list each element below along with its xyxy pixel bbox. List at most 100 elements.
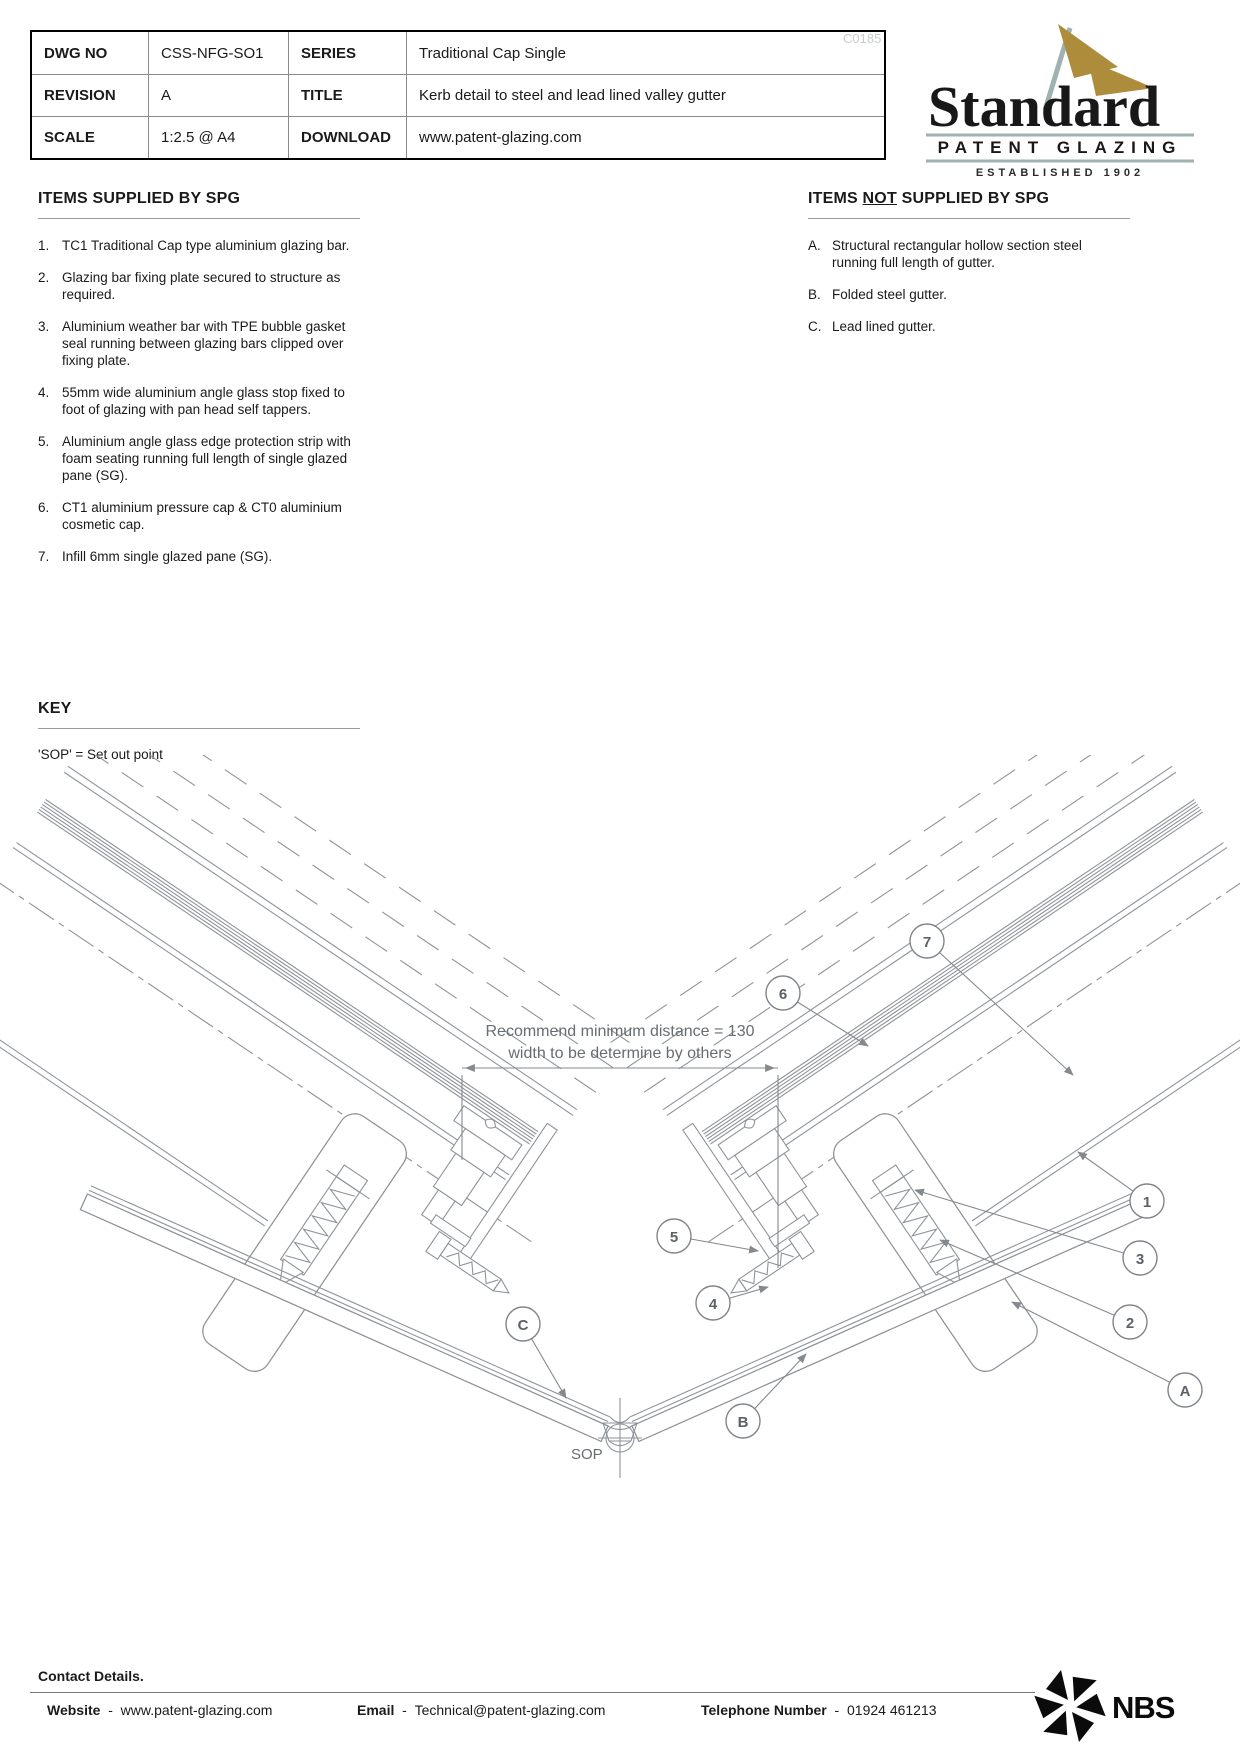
callout-1-label: 1 [1143,1194,1151,1211]
nbs-logo: NBS [1032,1664,1212,1750]
callout-6-label: 6 [779,986,787,1003]
item-text: CT1 aluminium pressure cap & CT0 alumini… [62,500,342,532]
phone-sep: - [834,1702,840,1718]
key-rule [38,728,360,729]
callout-B-label: B [738,1414,749,1431]
items-supplied-section: ITEMS SUPPLIED BY SPG 1. TC1 Traditional… [38,190,368,580]
scale-value: 1:2.5 @ A4 [148,116,288,158]
item-number: 5. [38,434,50,449]
flag-lower-icon [1088,60,1154,96]
website-link[interactable]: www.patent-glazing.com [120,1702,273,1718]
item-letter: C. [808,319,822,334]
items-not-supplied-heading: ITEMS NOT SUPPLIED BY SPG [808,190,1138,208]
items-supplied-list: 1. TC1 Traditional Cap type aluminium gl… [38,237,368,565]
items-not-supplied-rule [808,218,1130,219]
item-text: Folded steel gutter. [832,287,947,302]
item-number: 7. [38,549,50,564]
dimension-note-line2: width to be determine by others [507,1045,731,1062]
item-number: 1. [38,238,50,253]
item-text: Aluminium weather bar with TPE bubble ga… [62,319,346,368]
dwg-no-value: CSS-NFG-SO1 [148,32,288,74]
flag-upper-icon [1058,24,1118,78]
email-link[interactable]: Technical@patent-glazing.com [414,1702,606,1718]
callout-4: 4 [695,1285,731,1321]
item-text: TC1 Traditional Cap type aluminium glazi… [62,238,350,253]
heading-not: NOT [862,190,897,207]
items-not-supplied-section: ITEMS NOT SUPPLIED BY SPG A. Structural … [808,190,1138,350]
series-value: Traditional Cap Single [406,32,884,74]
callout-A-label: A [1180,1383,1191,1400]
item-letter: B. [808,287,821,302]
list-item: A. Structural rectangular hollow section… [808,237,1138,271]
list-item: C. Lead lined gutter. [808,318,1138,335]
list-item: 7. Infill 6mm single glazed pane (SG). [38,548,368,565]
item-text: Structural rectangular hollow section st… [832,238,1082,270]
email-label: Email [357,1702,395,1718]
item-number: 2. [38,270,50,285]
callout-7-label: 7 [923,934,931,951]
footer-email: Email - Technical@patent-glazing.com [357,1702,605,1718]
sop-label: SOP [571,1446,603,1463]
list-item: B. Folded steel gutter. [808,286,1138,303]
contact-details-heading: Contact Details. [38,1668,144,1684]
callout-6: 6 [765,975,801,1011]
heading-pre: ITEMS [808,190,863,207]
website-label: Website [47,1702,101,1718]
callout-C: C [505,1306,541,1342]
key-heading: KEY [38,700,72,717]
title-value: Kerb detail to steel and lead lined vall… [406,74,884,116]
key-note: 'SOP' = Set out point [38,747,163,762]
left-glazing-assembly [0,695,664,1468]
title-label: TITLE [288,74,406,116]
callout-1: 1 [1129,1183,1165,1219]
callout-3-label: 3 [1136,1251,1144,1268]
download-url[interactable]: www.patent-glazing.com [406,116,884,158]
footer-phone: Telephone Number - 01924 461213 [701,1702,937,1718]
callout-2: 2 [1112,1304,1148,1340]
footer-rule [30,1692,1035,1693]
list-item: 6. CT1 aluminium pressure cap & CT0 alum… [38,499,368,533]
website-sep: - [108,1702,113,1718]
list-item: 2. Glazing bar fixing plate secured to s… [38,269,368,303]
items-supplied-heading: ITEMS SUPPLIED BY SPG [38,190,241,207]
item-text: Infill 6mm single glazed pane (SG). [62,549,273,564]
items-not-supplied-list: A. Structural rectangular hollow section… [808,237,1138,335]
footer-website: Website - www.patent-glazing.com [47,1702,272,1718]
item-text: 55mm wide aluminium angle glass stop fix… [62,385,345,417]
item-letter: A. [808,238,821,253]
heading-post: SUPPLIED BY SPG [896,190,1050,207]
nbs-logo-graphic: NBS [1034,1670,1176,1742]
spg-logo-graphic: Standard PATENT GLAZING ESTABLISHED 1902 [926,24,1194,179]
list-item: 1. TC1 Traditional Cap type aluminium gl… [38,237,368,254]
key-section: KEY 'SOP' = Set out point [38,700,368,762]
phone-label: Telephone Number [701,1702,827,1718]
callout-7: 7 [909,923,945,959]
revision-label: REVISION [32,74,148,116]
item-number: 3. [38,319,50,334]
callout-5: 5 [656,1218,692,1254]
logo-brand: Standard [928,74,1160,139]
detail-drawing: Recommend minimum distance = 130 width t… [0,695,1240,1570]
item-text: Glazing bar fixing plate secured to stru… [62,270,341,302]
phone-number[interactable]: 01924 461213 [847,1702,937,1718]
items-supplied-rule [38,218,360,219]
nbs-wordmark: NBS [1112,1690,1175,1725]
list-item: 3. Aluminium weather bar with TPE bubble… [38,318,368,369]
logo-subtitle: PATENT GLAZING [938,138,1183,157]
callout-2-label: 2 [1126,1315,1134,1332]
dimension-note-line1: Recommend minimum distance = 130 [485,1023,754,1040]
dwg-no-label: DWG NO [44,44,108,62]
right-glazing-assembly [576,695,1240,1468]
sop-marker [598,1398,642,1478]
scale-label: SCALE [32,116,148,158]
callout-5-label: 5 [670,1229,678,1246]
nbs-flower-icon [1034,1670,1106,1742]
callout-C-label: C [518,1317,529,1334]
title-block-table: DWG NO CSS-NFG-SO1 SERIES Traditional Ca… [30,30,886,160]
sheet-code-watermark: C0185 [843,31,882,46]
item-number: 4. [38,385,50,400]
revision-value: A [148,74,288,116]
callout-B: B [725,1403,761,1439]
callout-3: 3 [1122,1240,1158,1276]
list-item: 4. 55mm wide aluminium angle glass stop … [38,384,368,418]
